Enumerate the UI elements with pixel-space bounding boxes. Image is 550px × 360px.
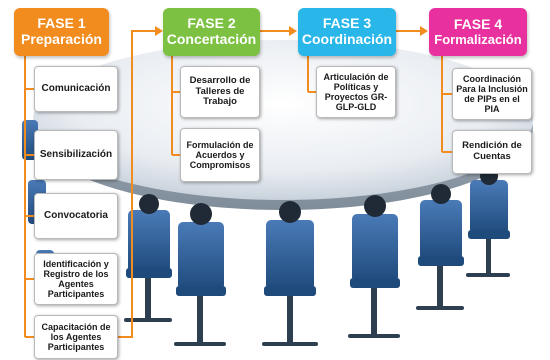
- phase-2-number: FASE 2: [187, 15, 236, 32]
- phase-3-header: FASE 3 Coordinación: [298, 8, 396, 56]
- phase-4-header: FASE 4 Formalización: [429, 8, 527, 56]
- table-top: [33, 40, 533, 200]
- phase-4-name: Formalización: [434, 31, 522, 47]
- phase-4-step-label: Rendición de Cuentas: [462, 140, 522, 162]
- phase-1-step-label: Capacitación de los Agentes Participante…: [41, 321, 111, 353]
- phase-3-step-articulacion: Articulación de Políticas y Proyectos GR…: [316, 66, 396, 118]
- phase-1-step-comunicacion: Comunicación: [34, 66, 118, 112]
- phase-2-step-label: Desarrollo de Talleres de Trabajo: [189, 75, 251, 108]
- phase-4-step-coordinacion-pip: Coordinación Para la Inclusión de PIPs e…: [452, 68, 532, 120]
- phase-1-step-sensibilizacion: Sensibilización: [34, 130, 118, 180]
- phase-1-step-capacitacion: Capacitación de los Agentes Participante…: [34, 315, 118, 359]
- phase-1-name: Preparación: [21, 31, 102, 47]
- phase-1-step-label: Convocatoria: [44, 210, 108, 222]
- phase-1-step-convocatoria: Convocatoria: [34, 193, 118, 239]
- phase-2-name: Concertación: [166, 31, 257, 47]
- phase-1-header: FASE 1 Preparación: [14, 8, 109, 56]
- phase-3-name: Coordinación: [301, 31, 393, 47]
- phase-2-step-acuerdos: Formulación de Acuerdos y Compromisos: [180, 128, 260, 182]
- phase-1-number: FASE 1: [37, 15, 86, 32]
- flow-connectors: [24, 30, 452, 338]
- phase-4-number: FASE 4: [453, 15, 503, 32]
- front-chairs: [124, 180, 510, 346]
- phase-1-step-label: Comunicación: [41, 83, 111, 95]
- phase-2-step-label: Formulación de Acuerdos y Compromisos: [186, 139, 254, 171]
- phase-3-step-label: Articulación de Políticas y Proyectos GR…: [323, 71, 389, 113]
- phase-4-step-label: Coordinación Para la Inclusión de PIPs e…: [456, 73, 528, 115]
- phase-1-step-label: Identificación y Registro de los Agentes…: [43, 258, 109, 300]
- phase-3-number: FASE 3: [322, 15, 372, 32]
- flow-arrowheads: [155, 26, 428, 36]
- phase-1-step-label: Sensibilización: [39, 149, 113, 161]
- phase-2-header: FASE 2 Concertación: [163, 8, 260, 56]
- phase-1-step-identificacion: Identificación y Registro de los Agentes…: [34, 253, 118, 305]
- phase-4-step-rendicion: Rendición de Cuentas: [452, 130, 532, 174]
- phase-2-step-talleres: Desarrollo de Talleres de Trabajo: [180, 66, 260, 118]
